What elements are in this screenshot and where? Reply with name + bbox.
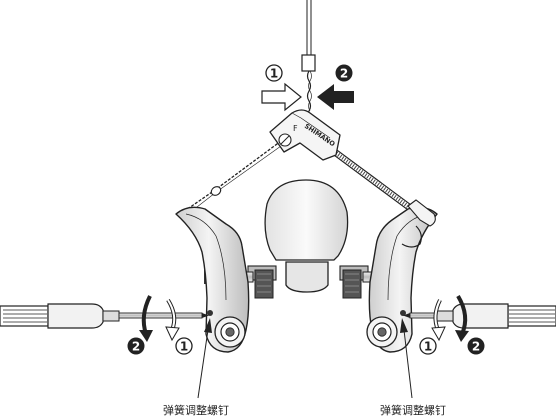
screwdriver-icon [403,303,556,329]
step-1-right: 1 [424,340,432,354]
leader-lines [197,329,413,399]
step-2-top: 2 [340,67,348,81]
step-1-left: 1 [180,340,188,354]
screwdriver-icon [0,303,209,329]
circled-number-icon [265,64,283,82]
circled-number-icon [175,337,193,355]
brake-arm-right [366,199,438,353]
link-wire [185,140,282,211]
spring-adjust-screw-left [207,310,213,316]
cable-anchor [407,199,436,227]
inner-cable [306,0,312,56]
cable-carrier: SHIMANO F [269,109,341,161]
step-1-top: 1 [270,67,278,81]
rotation-arrow-icon [431,294,469,342]
spring-adjust-screw-right [400,310,406,316]
circled-number-icon [419,337,437,355]
circled-number-icon [127,337,145,355]
solid-arrow-icon [317,84,354,110]
hollow-arrow-icon [261,82,302,112]
circled-number-icon [335,64,353,82]
step-2-left: 2 [132,340,140,354]
label-spring-adjust-screw-right: 弹簧调整螺钉 [380,404,446,417]
leader-arrowhead-right [400,318,408,333]
step-2-right: 2 [472,340,480,354]
rotation-arrow-icon [139,295,180,342]
cable-bead [210,186,222,196]
circled-number-icon [467,337,485,355]
leader-arrowhead-left [204,318,212,333]
cable-end-cap [301,54,316,72]
brake-arm-left [175,206,250,353]
outer-casing [328,146,417,214]
label-spring-adjust-screw-left: 弹簧调整螺钉 [163,404,229,417]
frame-boss [264,179,349,293]
arm-mark: F [293,124,298,133]
